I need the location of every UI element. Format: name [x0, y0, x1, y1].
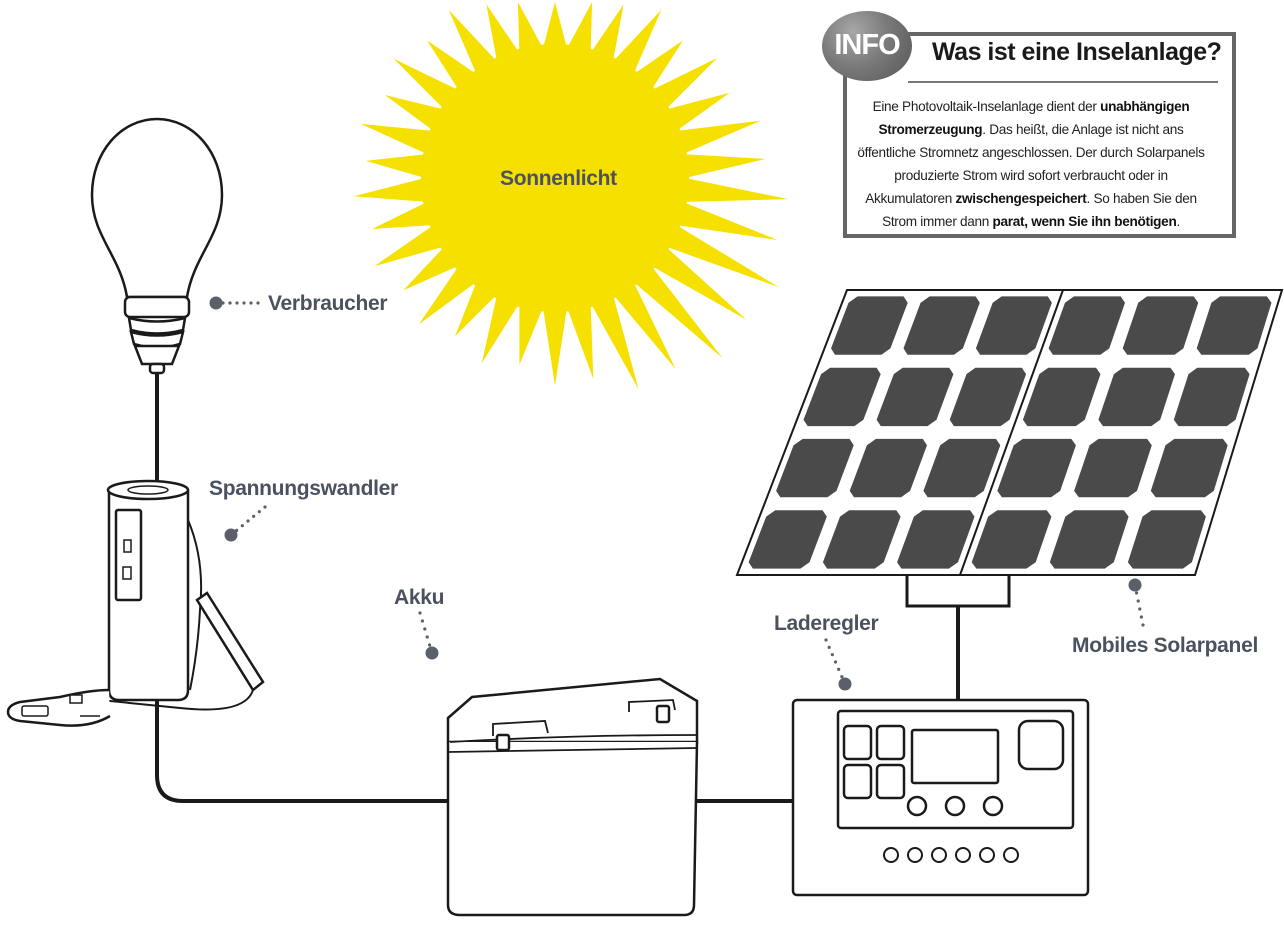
pointer-dot	[838, 677, 852, 691]
info-badge: INFO	[822, 11, 912, 81]
light-bulb	[90, 117, 224, 375]
solar-cell	[1122, 296, 1199, 355]
solar-cell	[776, 438, 854, 498]
wires	[155, 373, 960, 803]
info-divider	[908, 81, 1218, 83]
solar-cell	[1127, 510, 1206, 569]
solar-panel	[735, 289, 1284, 608]
label-sunlight: Sonnenlicht	[500, 167, 617, 190]
info-text-part: . Das heißt, die Anlage ist nicht ans öf…	[857, 122, 1205, 206]
voltage-converter	[6, 479, 265, 727]
info-box	[843, 32, 1236, 238]
label-consumer: Verbraucher	[268, 292, 388, 315]
terminal-screw	[907, 847, 923, 863]
solar-cell	[876, 367, 954, 427]
terminal-screw	[955, 847, 971, 863]
solar-cell	[1022, 367, 1101, 427]
solar-cell	[1074, 438, 1152, 498]
pointer-dot	[224, 528, 238, 542]
solar-cell	[897, 510, 975, 569]
terminal-screw	[883, 847, 899, 863]
solar-cell	[803, 367, 881, 427]
info-text-bold: unabhängigen Stromerzeugung	[878, 99, 1190, 137]
terminal-screw	[979, 847, 995, 863]
solar-cell	[748, 510, 827, 569]
info-text-part: .	[1176, 214, 1180, 229]
terminal-screw	[931, 847, 947, 863]
solar-cell	[997, 438, 1076, 498]
solar-cell	[1049, 510, 1129, 569]
info-text-bold: zwischengespeichert	[955, 191, 1087, 206]
solar-cell	[1150, 438, 1228, 498]
solar-panel-cells	[748, 296, 1272, 569]
solar-cell	[1098, 367, 1175, 427]
label-solar-panel: Mobiles Solarpanel	[1072, 634, 1258, 657]
solar-cell	[1048, 296, 1125, 355]
info-title: Was ist eine Inselanlage?	[932, 38, 1222, 66]
pointer-dot	[1128, 578, 1142, 592]
solar-cell	[1196, 296, 1272, 355]
solar-cell	[975, 296, 1052, 355]
label-charge-controller: Laderegler	[774, 612, 879, 635]
solar-cell	[971, 510, 1052, 569]
info-text: Eine Photovoltaik-Inselanlage dient der …	[851, 95, 1211, 233]
solar-cell	[1173, 367, 1250, 427]
info-text-bold: parat, wenn Sie ihn benötigen	[992, 214, 1177, 229]
terminal-screw	[1003, 847, 1019, 863]
label-battery: Akku	[394, 586, 445, 609]
sun-disc	[421, 44, 689, 312]
label-voltage-converter: Spannungswandler	[209, 477, 398, 500]
solar-cell	[949, 367, 1027, 427]
solar-cell	[831, 296, 908, 355]
pointer-dot	[209, 296, 223, 310]
solar-cell	[923, 438, 1001, 498]
solar-cell	[903, 296, 980, 355]
pointer-dot	[425, 646, 439, 660]
charge-controller	[791, 698, 1090, 897]
solar-cell	[849, 438, 927, 498]
battery	[446, 677, 699, 917]
solar-cell	[822, 510, 901, 569]
sun-graphic	[353, 2, 789, 390]
info-text-part: Eine Photovoltaik-Inselanlage dient der	[872, 99, 1101, 114]
label-pointers	[209, 296, 1145, 691]
info-text-part: . So haben Sie den Strom immer dann	[882, 191, 1197, 229]
